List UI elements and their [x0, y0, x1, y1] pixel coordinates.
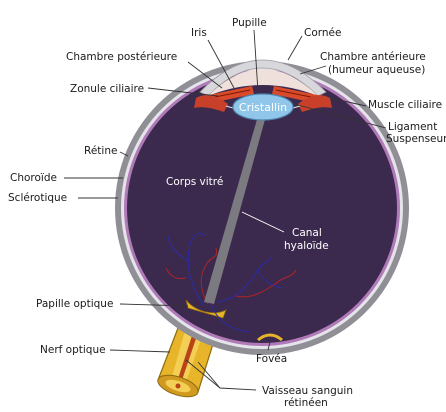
label-muscle-ciliaire: Muscle ciliaire: [368, 99, 442, 111]
label-sclerotique: Sclérotique: [8, 192, 67, 204]
label-ligament-line2: Suspenseur: [386, 133, 446, 145]
label-vaisseau-line1: Vaisseau sanguin: [262, 385, 353, 397]
label-corps-vitre: Corps vitré: [166, 176, 223, 188]
label-chambre-posterieure: Chambre postérieure: [66, 51, 177, 63]
label-chambre-anterieure-line1: Chambre antérieure: [320, 51, 426, 63]
label-fovea: Fovéa: [256, 353, 287, 365]
label-pupille: Pupille: [232, 17, 267, 29]
label-nerf-optique: Nerf optique: [40, 344, 106, 356]
label-cristallin: Cristallin: [239, 101, 287, 114]
label-ligament-line1: Ligament: [388, 121, 437, 133]
label-canal-line2: hyaloïde: [284, 240, 329, 252]
label-canal-line1: Canal: [292, 227, 322, 239]
label-vaisseau-line2: rétinéen: [284, 397, 328, 409]
label-papille-optique: Papille optique: [36, 298, 113, 310]
label-iris: Iris: [191, 27, 207, 39]
label-choroide: Choroïde: [10, 172, 57, 184]
label-retine: Rétine: [84, 145, 117, 157]
label-cornee: Cornée: [304, 27, 341, 39]
label-chambre-anterieure-line2: (humeur aqueuse): [328, 64, 425, 76]
label-zonule-ciliaire: Zonule ciliaire: [70, 83, 144, 95]
